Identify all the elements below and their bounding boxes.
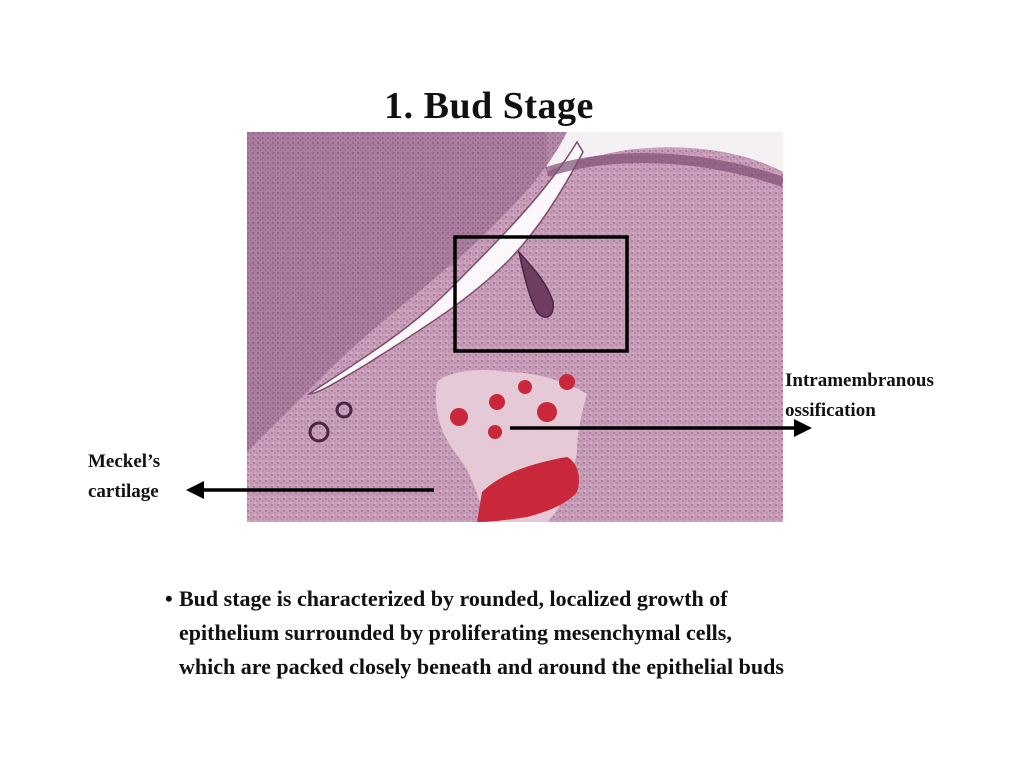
label-intra-line1: Intramembranous xyxy=(785,370,934,391)
bullet-line-1: •Bud stage is characterized by rounded, … xyxy=(165,582,925,616)
label-meckel-line2: cartilage xyxy=(88,481,159,502)
bullet-line-2: epithelium surrounded by proliferating m… xyxy=(179,620,732,645)
bullet-marker: • xyxy=(165,586,173,611)
label-intramembranous-ossification: Intramembranous ossification xyxy=(785,366,934,426)
bullet-text: •Bud stage is characterized by rounded, … xyxy=(165,582,925,684)
label-meckel-line1: Meckel’s xyxy=(88,451,161,472)
bullet-line-3: which are packed closely beneath and aro… xyxy=(179,654,784,679)
label-meckels-cartilage: Meckel’s cartilage xyxy=(88,447,160,507)
label-intra-line2: ossification xyxy=(785,400,876,421)
bullet-line-1-text: Bud stage is characterized by rounded, l… xyxy=(179,586,728,611)
micrograph-image xyxy=(247,132,783,522)
slide-title: 1. Bud Stage xyxy=(384,85,594,127)
